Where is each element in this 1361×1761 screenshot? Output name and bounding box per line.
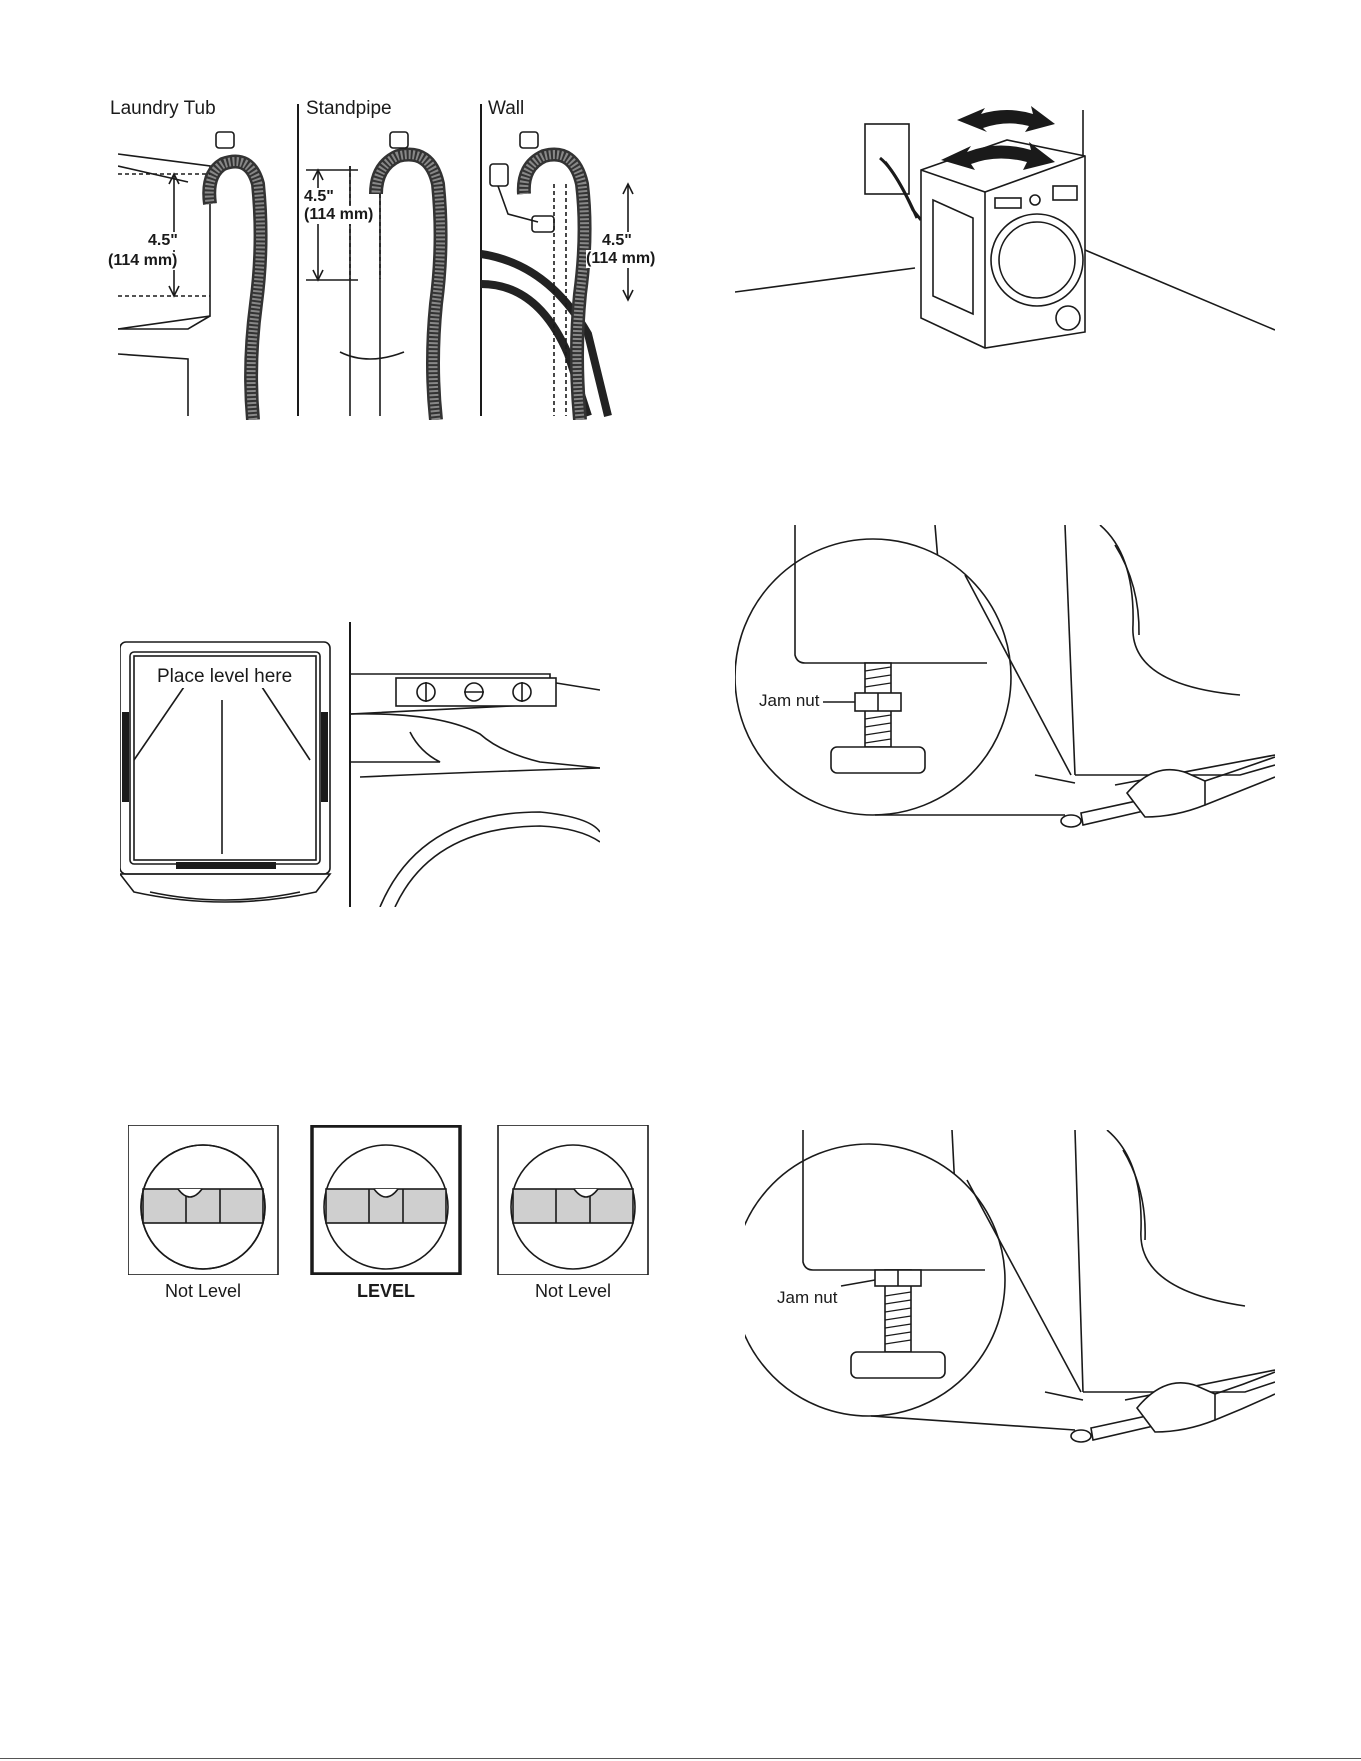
level-placement-illustration bbox=[120, 622, 600, 907]
jam-nut-label-2: Jam nut bbox=[775, 1288, 839, 1308]
jam-nut-label-1: Jam nut bbox=[757, 691, 821, 711]
level-bubble-illustration bbox=[128, 1125, 658, 1275]
drain-hose-height-figure: Laundry Tub Standpipe Wall 4.5" (114 mm)… bbox=[118, 104, 648, 420]
drain-hose-illustration bbox=[118, 104, 648, 420]
panel-title-laundry-tub: Laundry Tub bbox=[110, 98, 216, 120]
level-indicator-figure: Not Level LEVEL Not Level bbox=[128, 1125, 658, 1310]
standpipe-height-mm: (114 mm) bbox=[304, 206, 373, 224]
level-state-right-label: Not Level bbox=[498, 1281, 648, 1302]
standpipe-height-inches: 4.5" bbox=[304, 188, 334, 206]
wall-height-mm: (114 mm) bbox=[586, 250, 655, 268]
jam-nut-figure-1: Jam nut bbox=[735, 525, 1275, 835]
level-state-left-label: Not Level bbox=[128, 1281, 278, 1302]
footer-rule bbox=[0, 1758, 1361, 1759]
tub-height-inches: 4.5" bbox=[148, 232, 178, 250]
washer-rocking-illustration bbox=[735, 100, 1275, 380]
wall-height-inches: 4.5" bbox=[602, 232, 632, 250]
tub-height-mm: (114 mm) bbox=[108, 252, 177, 270]
level-placement-figure: Place level here bbox=[120, 622, 600, 907]
place-level-here-label: Place level here bbox=[154, 666, 295, 688]
panel-title-standpipe: Standpipe bbox=[306, 98, 392, 120]
panel-title-wall: Wall bbox=[488, 98, 524, 120]
washer-positioning-figure bbox=[735, 100, 1275, 380]
level-state-center-label: LEVEL bbox=[311, 1281, 461, 1302]
jam-nut-figure-2: Jam nut bbox=[745, 1130, 1275, 1450]
jam-nut-loosen-illustration bbox=[735, 525, 1275, 835]
